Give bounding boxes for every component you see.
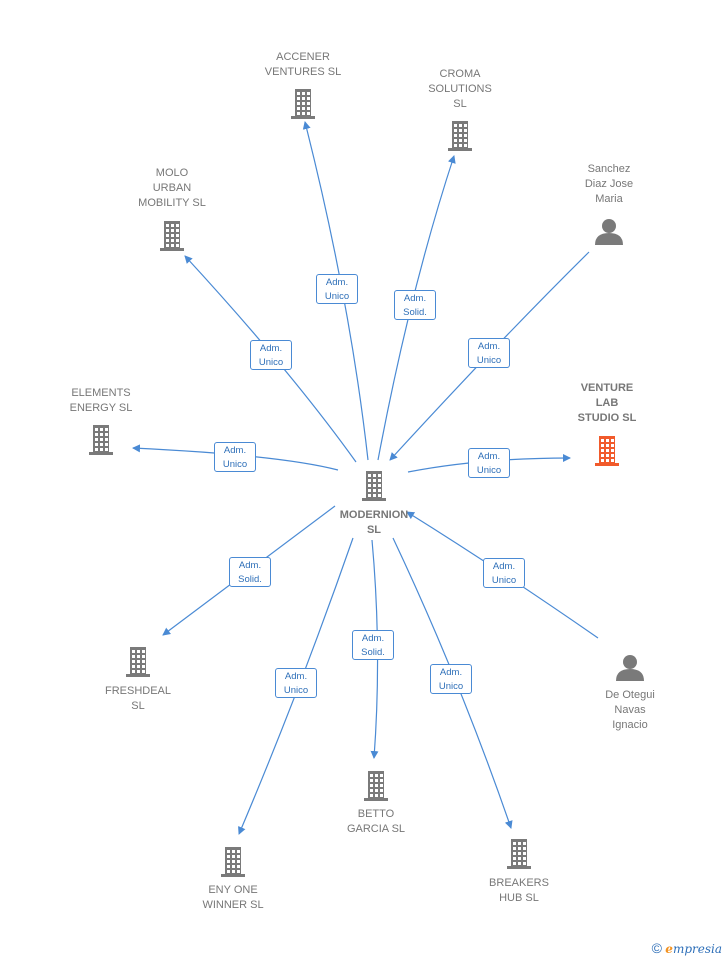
edge-label-accener[interactable]: Adm. Unico — [316, 274, 358, 304]
person-icon — [595, 219, 623, 245]
node-label-freshdeal: FRESHDEAL SL — [104, 685, 172, 712]
edge-label-betto[interactable]: Adm. Solid. — [352, 630, 394, 660]
edge-label-eny[interactable]: Adm. Unico — [275, 668, 317, 698]
node-label-molo: MOLO URBAN MOBILITY SL — [138, 167, 206, 209]
building-icon — [160, 221, 184, 251]
node-label-croma: CROMA SOLUTIONS SL — [428, 68, 492, 110]
node-label-elements: ELEMENTS ENERGY SL — [69, 387, 133, 414]
edge-label-sanchez[interactable]: Adm. Unico — [468, 338, 510, 368]
center-building-icon — [362, 471, 386, 501]
edge-elements — [132, 444, 339, 471]
node-label-deotegui: De Otegui Navas Ignacio — [605, 689, 655, 731]
node-label-betto: BETTO GARCIA SL — [346, 808, 406, 835]
copyright-icon: © — [651, 940, 662, 956]
person-icon — [616, 655, 644, 681]
building-icon — [364, 771, 388, 801]
edge-label-breakers[interactable]: Adm. Unico — [430, 664, 472, 694]
building-icon — [89, 425, 113, 455]
building-icon — [221, 847, 245, 877]
edge-label-elements[interactable]: Adm. Unico — [214, 442, 256, 472]
building-icon — [126, 647, 150, 677]
building-icon — [595, 436, 619, 466]
node-label-breakers: BREAKERS HUB SL — [489, 877, 549, 904]
center-node-label: MODERNION SL — [339, 509, 409, 536]
node-label-sanchez: Sanchez Diaz Jose Maria — [584, 163, 634, 205]
brand-logo: © empresia — [651, 940, 722, 956]
edge-label-freshdeal[interactable]: Adm. Solid. — [229, 557, 271, 587]
building-icon — [291, 89, 315, 119]
node-label-accener: ACCENER VENTURES SL — [264, 51, 342, 78]
node-label-eny: ENY ONE WINNER SL — [202, 884, 264, 911]
edge-label-molo[interactable]: Adm. Unico — [250, 340, 292, 370]
edge-label-venture[interactable]: Adm. Unico — [468, 448, 510, 478]
edge-label-deotegui[interactable]: Adm. Unico — [483, 558, 525, 588]
edge-label-croma[interactable]: Adm. Solid. — [394, 290, 436, 320]
building-icon — [448, 121, 472, 151]
building-icon — [507, 839, 531, 869]
node-label-venture: VENTURE LAB STUDIO SL — [577, 382, 637, 424]
